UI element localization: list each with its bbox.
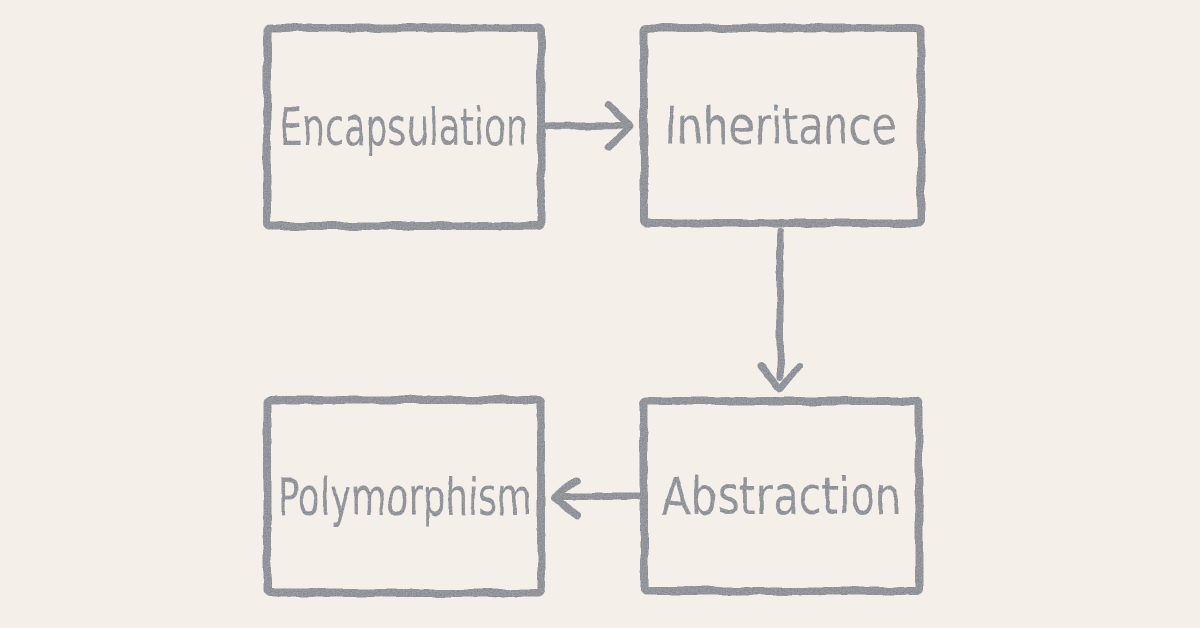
arrow-inheritance-to-abstraction [757, 227, 803, 393]
arrow-abstraction-to-polymorphism [550, 476, 643, 520]
node-label-encapsulation: Encapsulation [280, 98, 528, 158]
arrow-left-head-icon [550, 476, 581, 520]
arrow-encapsulation-to-inheritance [542, 101, 635, 152]
node-box-encapsulation [263, 24, 545, 230]
arrow-down-head-icon [757, 362, 803, 393]
node-box-abstraction [640, 397, 923, 595]
node-box-inheritance [640, 24, 925, 227]
node-label-polymorphism: Polymorphism [278, 468, 532, 528]
node-box-polymorphism [263, 396, 545, 597]
node-label-abstraction: Abstraction [662, 467, 902, 527]
arrow-right-head-icon [603, 101, 635, 152]
node-label-inheritance: Inheritance [665, 97, 897, 157]
